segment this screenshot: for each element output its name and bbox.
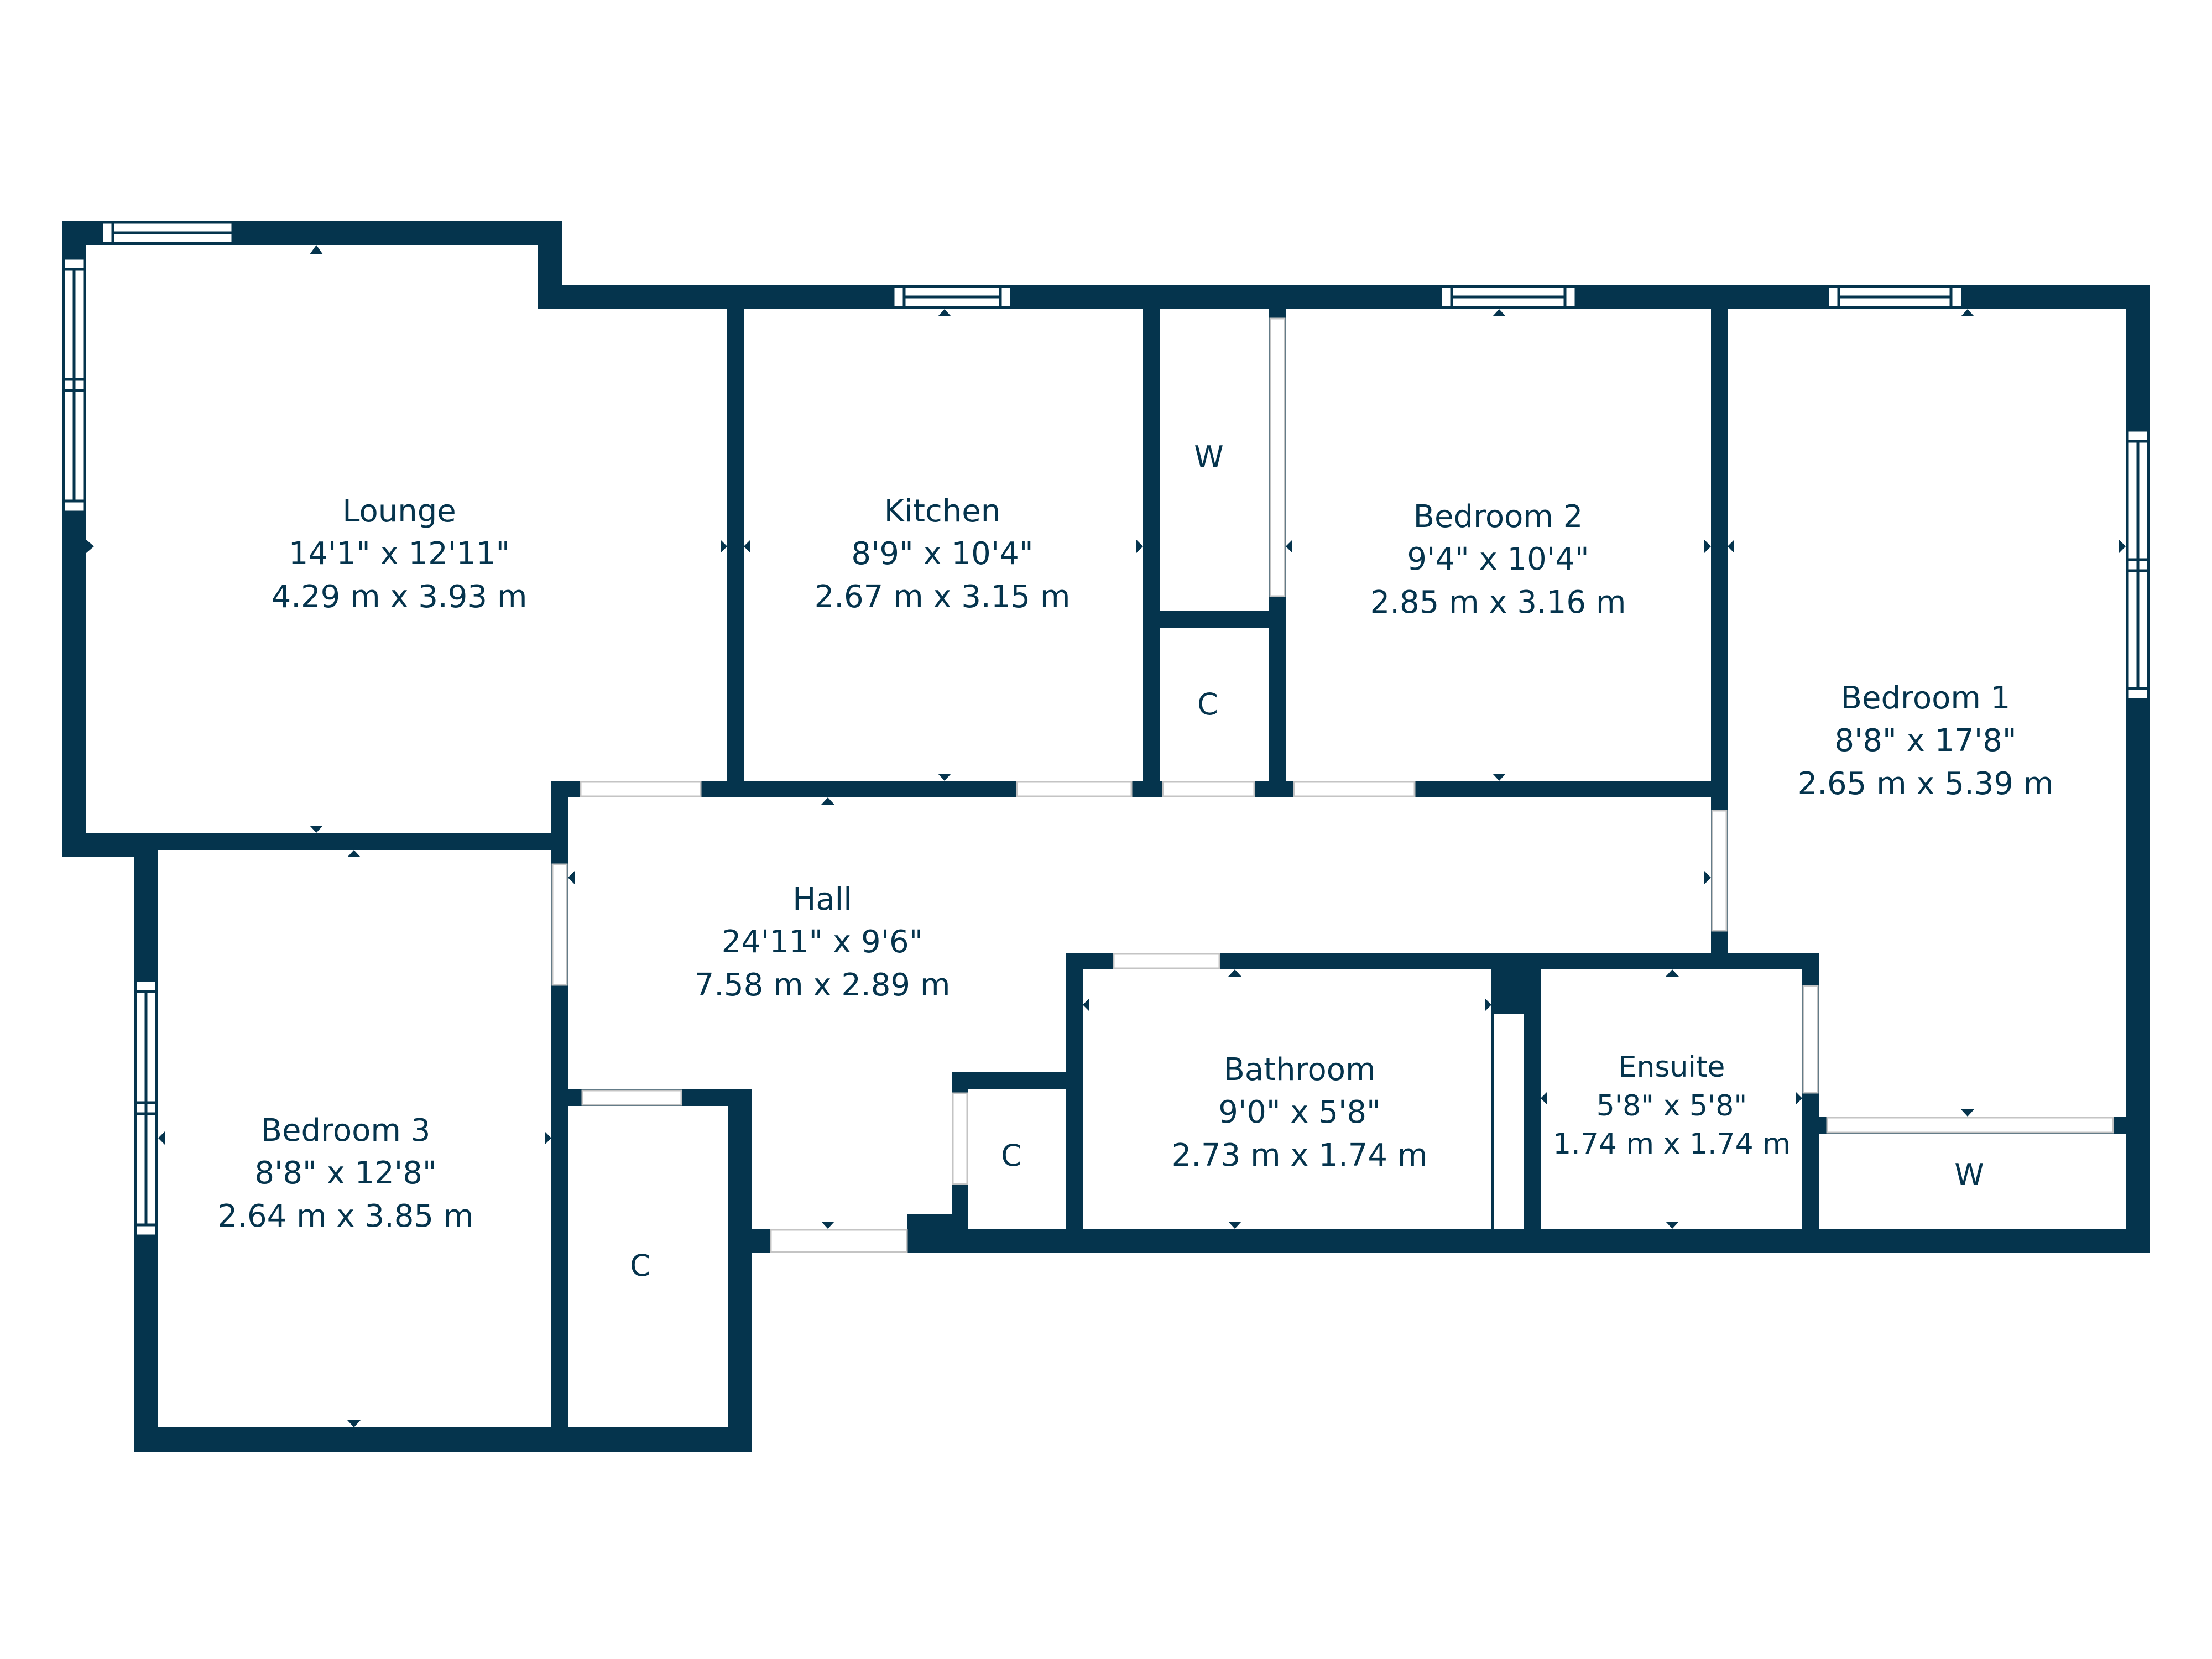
window-bedroom3-left bbox=[134, 979, 158, 1238]
doors bbox=[551, 317, 2114, 1253]
room-dimensions-imperial: 5'8" x 5'8" bbox=[1596, 1089, 1747, 1123]
door-bedroom3-cupboard bbox=[581, 1089, 682, 1106]
room-dimensions-imperial: 14'1" x 12'11" bbox=[288, 536, 510, 572]
room-dimensions-metric: 2.85 m x 3.16 m bbox=[1370, 584, 1626, 620]
window-lounge-left bbox=[62, 257, 86, 514]
room-dimensions-metric: 2.73 m x 1.74 m bbox=[1171, 1137, 1428, 1173]
door-hall-bedroom2 bbox=[1293, 781, 1416, 797]
room-name: Lounge bbox=[342, 493, 456, 529]
room-dimensions-metric: 2.64 m x 3.85 m bbox=[217, 1198, 474, 1234]
door-hall-bedroom1 bbox=[1711, 810, 1728, 932]
window-bedroom2 bbox=[1439, 285, 1578, 309]
room-dimensions-imperial: 8'8" x 12'8" bbox=[254, 1155, 437, 1192]
door-wardrobe-bedroom2 bbox=[1269, 317, 1286, 597]
room-bedroom-3: Bedroom 3 8'8" x 12'8" 2.64 m x 3.85 m bbox=[218, 1109, 474, 1238]
room-dimensions-imperial: 9'4" x 10'4" bbox=[1407, 541, 1589, 578]
room-dimensions-metric: 4.29 m x 3.93 m bbox=[271, 578, 528, 615]
door-hall-kitchen bbox=[1016, 781, 1133, 797]
room-ensuite: Ensuite 5'8" x 5'8" 1.74 m x 1.74 m bbox=[1553, 1048, 1791, 1164]
door-hall-bedroom3 bbox=[551, 863, 568, 986]
room-dimensions-metric: 2.67 m x 3.15 m bbox=[814, 578, 1071, 615]
storage-wardrobe-top: W bbox=[1194, 440, 1224, 474]
room-hall: Hall 24'11" x 9'6" 7.58 m x 2.89 m bbox=[695, 878, 951, 1006]
door-hall-cupboard bbox=[1162, 781, 1255, 797]
room-name: Kitchen bbox=[884, 493, 1001, 529]
window-kitchen bbox=[891, 285, 1013, 309]
storage-cupboard-hall: C bbox=[1001, 1138, 1022, 1173]
door-hall-bathroom bbox=[1113, 953, 1220, 969]
storage-cupboard-top: C bbox=[1197, 687, 1218, 722]
room-name: Ensuite bbox=[1618, 1051, 1725, 1084]
room-name: Bedroom 2 bbox=[1413, 499, 1583, 535]
door-bedroom1-ensuite bbox=[1802, 985, 1819, 1094]
room-dimensions-metric: 1.74 m x 1.74 m bbox=[1553, 1128, 1791, 1161]
storage-wardrobe-bedroom1: W bbox=[1954, 1157, 1984, 1192]
room-name: Bathroom bbox=[1223, 1052, 1376, 1088]
walls bbox=[62, 221, 2150, 1452]
door-hall-lounge bbox=[580, 781, 702, 797]
room-bedroom-1: Bedroom 1 8'8" x 17'8" 2.65 m x 5.39 m bbox=[1798, 677, 2054, 805]
storage-cupboard-bedroom3: C bbox=[630, 1248, 651, 1283]
room-dimensions-imperial: 8'8" x 17'8" bbox=[1834, 723, 2017, 759]
room-lounge: Lounge 14'1" x 12'11" 4.29 m x 3.93 m bbox=[272, 490, 528, 618]
door-bedroom1-wardrobe bbox=[1826, 1117, 2114, 1134]
door-hall-small-cupboard bbox=[952, 1092, 968, 1185]
room-dimensions-metric: 7.58 m x 2.89 m bbox=[694, 967, 951, 1003]
windows bbox=[62, 221, 2150, 1238]
room-name: Bedroom 3 bbox=[260, 1113, 431, 1149]
door-entrance bbox=[770, 1229, 908, 1253]
room-name: Bedroom 1 bbox=[1840, 680, 2011, 716]
window-bedroom1-top bbox=[1826, 285, 1964, 309]
room-dimensions-imperial: 8'9" x 10'4" bbox=[851, 536, 1034, 572]
room-dimensions-imperial: 9'0" x 5'8" bbox=[1218, 1094, 1381, 1131]
room-bathroom: Bathroom 9'0" x 5'8" 2.73 m x 1.74 m bbox=[1172, 1048, 1428, 1177]
window-bedroom1-right bbox=[2126, 429, 2150, 701]
room-dimensions-metric: 2.65 m x 5.39 m bbox=[1797, 765, 2054, 802]
room-bedroom-2: Bedroom 2 9'4" x 10'4" 2.85 m x 3.16 m bbox=[1370, 495, 1626, 624]
room-name: Hall bbox=[792, 881, 852, 917]
room-kitchen: Kitchen 8'9" x 10'4" 2.67 m x 3.15 m bbox=[815, 490, 1071, 618]
window-lounge-top bbox=[100, 221, 234, 245]
dimension-arrows bbox=[86, 245, 2126, 1427]
room-dimensions-imperial: 24'11" x 9'6" bbox=[721, 924, 924, 961]
